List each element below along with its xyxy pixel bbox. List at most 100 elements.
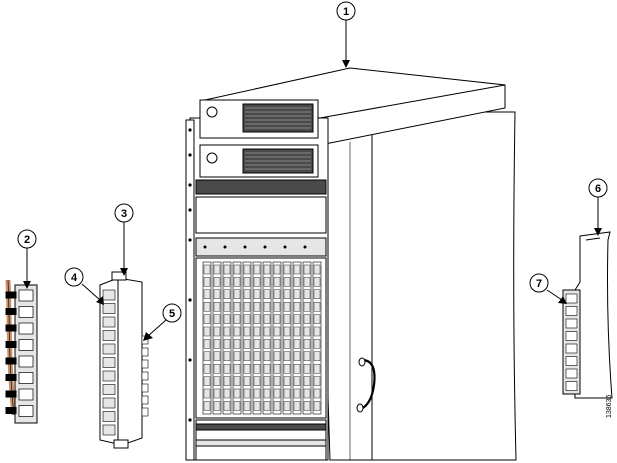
card-port	[273, 289, 281, 299]
card-port	[223, 339, 231, 349]
card-port	[203, 376, 211, 386]
card-port	[283, 339, 291, 349]
card-port	[243, 388, 251, 399]
card-port	[253, 388, 261, 399]
line-card	[282, 261, 292, 415]
card-port	[253, 401, 261, 411]
cable-connector	[18, 322, 34, 335]
cable-clip	[5, 374, 17, 381]
card-port	[313, 314, 321, 324]
callout-arrowheads	[23, 60, 602, 341]
card-port	[213, 388, 221, 399]
rail-screws	[188, 128, 192, 422]
card-port	[283, 277, 291, 287]
svg-text:6: 6	[595, 183, 601, 195]
line-card	[232, 261, 242, 415]
chassis-side-panel	[319, 111, 517, 461]
cover-port	[565, 306, 578, 316]
card-port	[233, 364, 241, 374]
card-port	[273, 388, 281, 399]
bracket-port	[102, 316, 116, 328]
svg-text:3: 3	[121, 208, 127, 220]
bracket-tab	[141, 347, 149, 357]
card-port	[243, 339, 251, 349]
card-port	[303, 289, 311, 299]
card-port	[273, 364, 281, 374]
card-port	[303, 326, 311, 337]
line-card	[202, 261, 212, 415]
card-port	[303, 351, 311, 361]
card-port	[293, 326, 301, 337]
card-port	[273, 401, 281, 411]
card-port	[263, 264, 271, 275]
cable-connector	[18, 306, 34, 318]
card-port	[213, 264, 221, 275]
card-port	[223, 401, 231, 411]
bracket-port	[102, 397, 116, 409]
card-port	[283, 364, 291, 374]
card-port	[303, 302, 311, 312]
card-port	[203, 289, 211, 299]
card-port	[303, 401, 311, 411]
bracket-tab	[141, 395, 149, 405]
card-port	[223, 302, 231, 312]
card-port	[313, 388, 321, 399]
card-port	[293, 351, 301, 361]
card-port	[283, 376, 291, 386]
svg-text:1: 1	[343, 6, 349, 18]
card-port	[233, 376, 241, 386]
card-port	[303, 264, 311, 275]
svg-text:5: 5	[169, 308, 175, 320]
card-port	[233, 351, 241, 361]
cable-connector	[18, 405, 34, 417]
callout-leaders	[26, 20, 599, 337]
card-port	[313, 351, 321, 361]
svg-text:2: 2	[24, 234, 30, 246]
cover-port	[565, 368, 578, 379]
card-port	[213, 401, 221, 411]
card-port	[253, 289, 261, 299]
bracket-port	[102, 289, 116, 301]
cable-connector	[18, 372, 34, 384]
card-port	[263, 388, 271, 399]
callout-2: 2	[17, 229, 37, 249]
card-port	[213, 376, 221, 386]
card-port	[313, 364, 321, 374]
card-port	[233, 339, 241, 349]
card-port	[223, 314, 231, 324]
cable-clip	[5, 407, 17, 414]
card-port	[233, 277, 241, 287]
card-port	[233, 326, 241, 337]
card-port	[293, 289, 301, 299]
card-port	[293, 314, 301, 324]
card-port	[203, 364, 211, 374]
card-port	[263, 401, 271, 411]
card-port	[223, 289, 231, 299]
label-strip	[195, 237, 327, 257]
card-port	[273, 376, 281, 386]
card-port	[243, 264, 251, 275]
card-port	[293, 277, 301, 287]
card-port	[263, 289, 271, 299]
filler-panel	[195, 179, 327, 195]
card-port	[253, 326, 261, 337]
bracket-port	[102, 411, 116, 422]
card-port	[253, 351, 261, 361]
card-port	[213, 302, 221, 312]
line-card	[252, 261, 262, 415]
card-port	[313, 277, 321, 287]
card-port	[243, 351, 251, 361]
cover-port	[565, 293, 578, 304]
card-port	[213, 364, 221, 374]
card-port	[283, 388, 291, 399]
card-port	[223, 277, 231, 287]
card-port	[253, 302, 261, 312]
card-port	[293, 364, 301, 374]
card-port	[203, 264, 211, 275]
cover-port	[565, 318, 578, 329]
card-port	[303, 339, 311, 349]
card-port	[203, 388, 211, 399]
bracket-port	[102, 370, 116, 382]
card-port	[213, 314, 221, 324]
card-port	[213, 326, 221, 337]
